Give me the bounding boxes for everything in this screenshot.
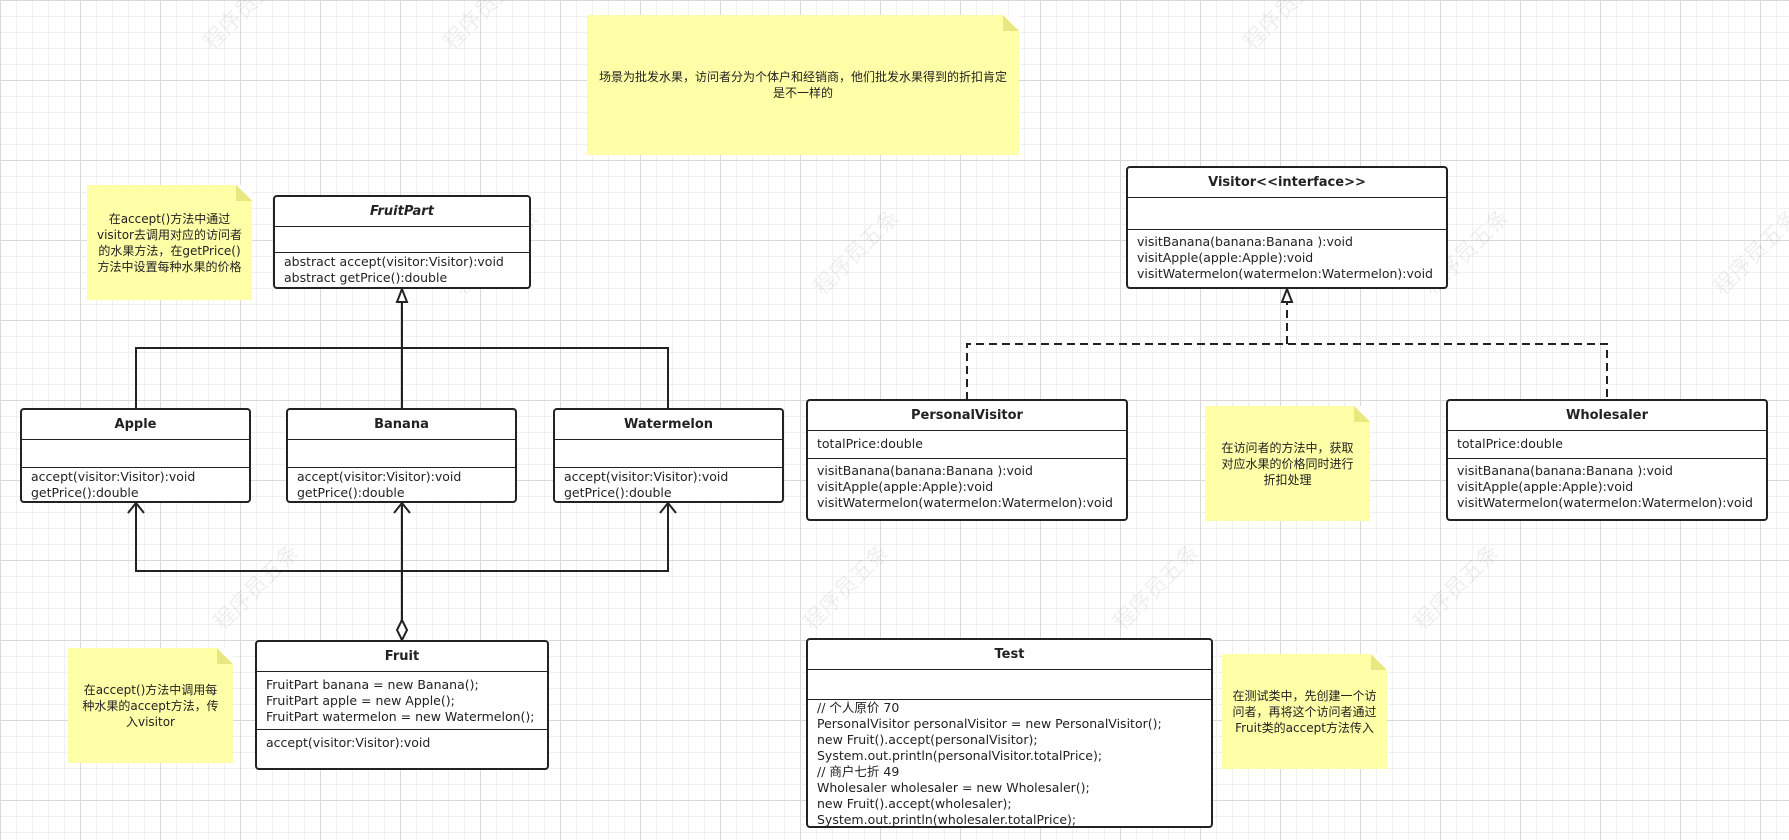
methods-section: abstract accept(visitor:Visitor):void ab… — [275, 253, 529, 287]
field: FruitPart watermelon = new Watermelon(); — [266, 709, 535, 724]
code-line: PersonalVisitor personalVisitor = new Pe… — [817, 716, 1162, 731]
fields-section — [555, 440, 782, 468]
class-name: Banana — [288, 410, 515, 440]
note-fold — [217, 648, 233, 664]
fields-section: totalPrice:double — [808, 431, 1126, 459]
note-text: 在accept()方法中通过visitor去调用对应的访问者的水果方法，在get… — [96, 211, 242, 274]
fields-section — [288, 440, 515, 468]
method: accept(visitor:Visitor):void — [266, 735, 431, 750]
method: accept(visitor:Visitor):void — [564, 469, 729, 484]
class-name: Wholesaler — [1448, 401, 1766, 431]
method: visitApple(apple:Apple):void — [817, 479, 994, 494]
class-test[interactable]: Test // 个人原价 70 PersonalVisitor personal… — [806, 638, 1213, 828]
method: getPrice():double — [564, 485, 672, 500]
method: accept(visitor:Visitor):void — [31, 469, 196, 484]
inheritance-line — [135, 290, 669, 408]
methods-section: visitBanana(banana:Banana ):void visitAp… — [808, 459, 1126, 512]
method: getPrice():double — [31, 485, 139, 500]
method: visitApple(apple:Apple):void — [1457, 479, 1634, 494]
note-fold — [236, 185, 252, 201]
arrow-watermelon — [659, 501, 677, 514]
field: totalPrice:double — [1457, 436, 1563, 451]
method: visitWatermelon(watermelon:Watermelon):v… — [1457, 495, 1753, 510]
note-fold — [1003, 15, 1019, 31]
class-watermelon[interactable]: Watermelon accept(visitor:Visitor):void … — [553, 408, 784, 503]
fields-section — [808, 670, 1211, 700]
methods-section: accept(visitor:Visitor):void getPrice():… — [22, 468, 249, 502]
class-name: Test — [808, 640, 1211, 670]
methods-section: visitBanana(banana:Banana ):void visitAp… — [1128, 230, 1446, 283]
aggregation-diamond — [395, 617, 409, 643]
code-line: // 商户七折 49 — [817, 764, 900, 779]
realization-line — [966, 296, 1608, 400]
note-fruit: 在accept()方法中调用每种水果的accept方法，传入visitor — [68, 648, 233, 763]
note-text: 在测试类中，先创建一个访问者，再将这个访问者通过Fruit类的accept方法传… — [1232, 688, 1377, 735]
method: abstract accept(visitor:Visitor):void — [284, 254, 504, 269]
class-banana[interactable]: Banana accept(visitor:Visitor):void getP… — [286, 408, 517, 503]
field: FruitPart banana = new Banana(); — [266, 677, 479, 692]
field: totalPrice:double — [817, 436, 923, 451]
methods-section: // 个人原价 70 PersonalVisitor personalVisit… — [808, 700, 1211, 829]
class-personalvisitor[interactable]: PersonalVisitor totalPrice:double visitB… — [806, 399, 1128, 521]
code-line: // 个人原价 70 — [817, 700, 900, 715]
class-fruit[interactable]: Fruit FruitPart banana = new Banana(); F… — [255, 640, 549, 770]
method: visitApple(apple:Apple):void — [1137, 250, 1314, 265]
realization-arrowhead — [1280, 286, 1294, 303]
class-name: FruitPart — [275, 197, 529, 227]
note-fold — [1371, 654, 1387, 670]
method: visitBanana(banana:Banana ):void — [817, 463, 1033, 478]
note-visitor: 在访问者的方法中，获取对应水果的价格同时进行折扣处理 — [1205, 406, 1370, 521]
note-test: 在测试类中，先创建一个访问者，再将这个访问者通过Fruit类的accept方法传… — [1222, 654, 1387, 769]
methods-section: accept(visitor:Visitor):void getPrice():… — [288, 468, 515, 502]
class-apple[interactable]: Apple accept(visitor:Visitor):void getPr… — [20, 408, 251, 503]
method: accept(visitor:Visitor):void — [297, 469, 462, 484]
fields-section — [22, 440, 249, 468]
note-text: 在accept()方法中调用每种水果的accept方法，传入visitor — [82, 682, 219, 729]
methods-section: accept(visitor:Visitor):void — [257, 730, 547, 752]
code-line: new Fruit().accept(wholesaler); — [817, 796, 1012, 811]
note-text: 在访问者的方法中，获取对应水果的价格同时进行折扣处理 — [1221, 440, 1354, 487]
note-fold — [1354, 406, 1370, 422]
code-line: System.out.println(wholesaler.totalPrice… — [817, 812, 1077, 827]
class-name: Visitor<<interface>> — [1128, 168, 1446, 198]
interface-visitor[interactable]: Visitor<<interface>> visitBanana(banana:… — [1126, 166, 1448, 289]
fields-section — [275, 227, 529, 253]
method: abstract getPrice():double — [284, 270, 448, 285]
arrow-banana — [393, 501, 411, 514]
code-line: new Fruit().accept(personalVisitor); — [817, 732, 1038, 747]
method: visitBanana(banana:Banana ):void — [1457, 463, 1673, 478]
fields-section: FruitPart banana = new Banana(); FruitPa… — [257, 672, 547, 730]
class-name: Watermelon — [555, 410, 782, 440]
class-name: Fruit — [257, 642, 547, 672]
field: FruitPart apple = new Apple(); — [266, 693, 455, 708]
note-text: 场景为批发水果，访问者分为个体户和经销商，他们批发水果得到的折扣肯定是不一样的 — [598, 70, 1007, 100]
methods-section: accept(visitor:Visitor):void getPrice():… — [555, 468, 782, 502]
note-scenario: 场景为批发水果，访问者分为个体户和经销商，他们批发水果得到的折扣肯定是不一样的 — [587, 15, 1019, 155]
code-line: Wholesaler wholesaler = new Wholesaler()… — [817, 780, 1090, 795]
code-line: System.out.println(personalVisitor.total… — [817, 748, 1103, 763]
arrow-apple — [127, 501, 145, 514]
methods-section: visitBanana(banana:Banana ):void visitAp… — [1448, 459, 1766, 512]
fields-section: totalPrice:double — [1448, 431, 1766, 459]
fields-section — [1128, 198, 1446, 230]
note-fruitpart: 在accept()方法中通过visitor去调用对应的访问者的水果方法，在get… — [87, 185, 252, 300]
method: getPrice():double — [297, 485, 405, 500]
class-name: PersonalVisitor — [808, 401, 1126, 431]
inheritance-arrowhead — [395, 286, 409, 303]
class-wholesaler[interactable]: Wholesaler totalPrice:double visitBanana… — [1446, 399, 1768, 521]
method: visitWatermelon(watermelon:Watermelon):v… — [817, 495, 1113, 510]
method: visitWatermelon(watermelon:Watermelon):v… — [1137, 266, 1433, 281]
class-name: Apple — [22, 410, 249, 440]
method: visitBanana(banana:Banana ):void — [1137, 234, 1353, 249]
class-fruitpart[interactable]: FruitPart abstract accept(visitor:Visito… — [273, 195, 531, 289]
